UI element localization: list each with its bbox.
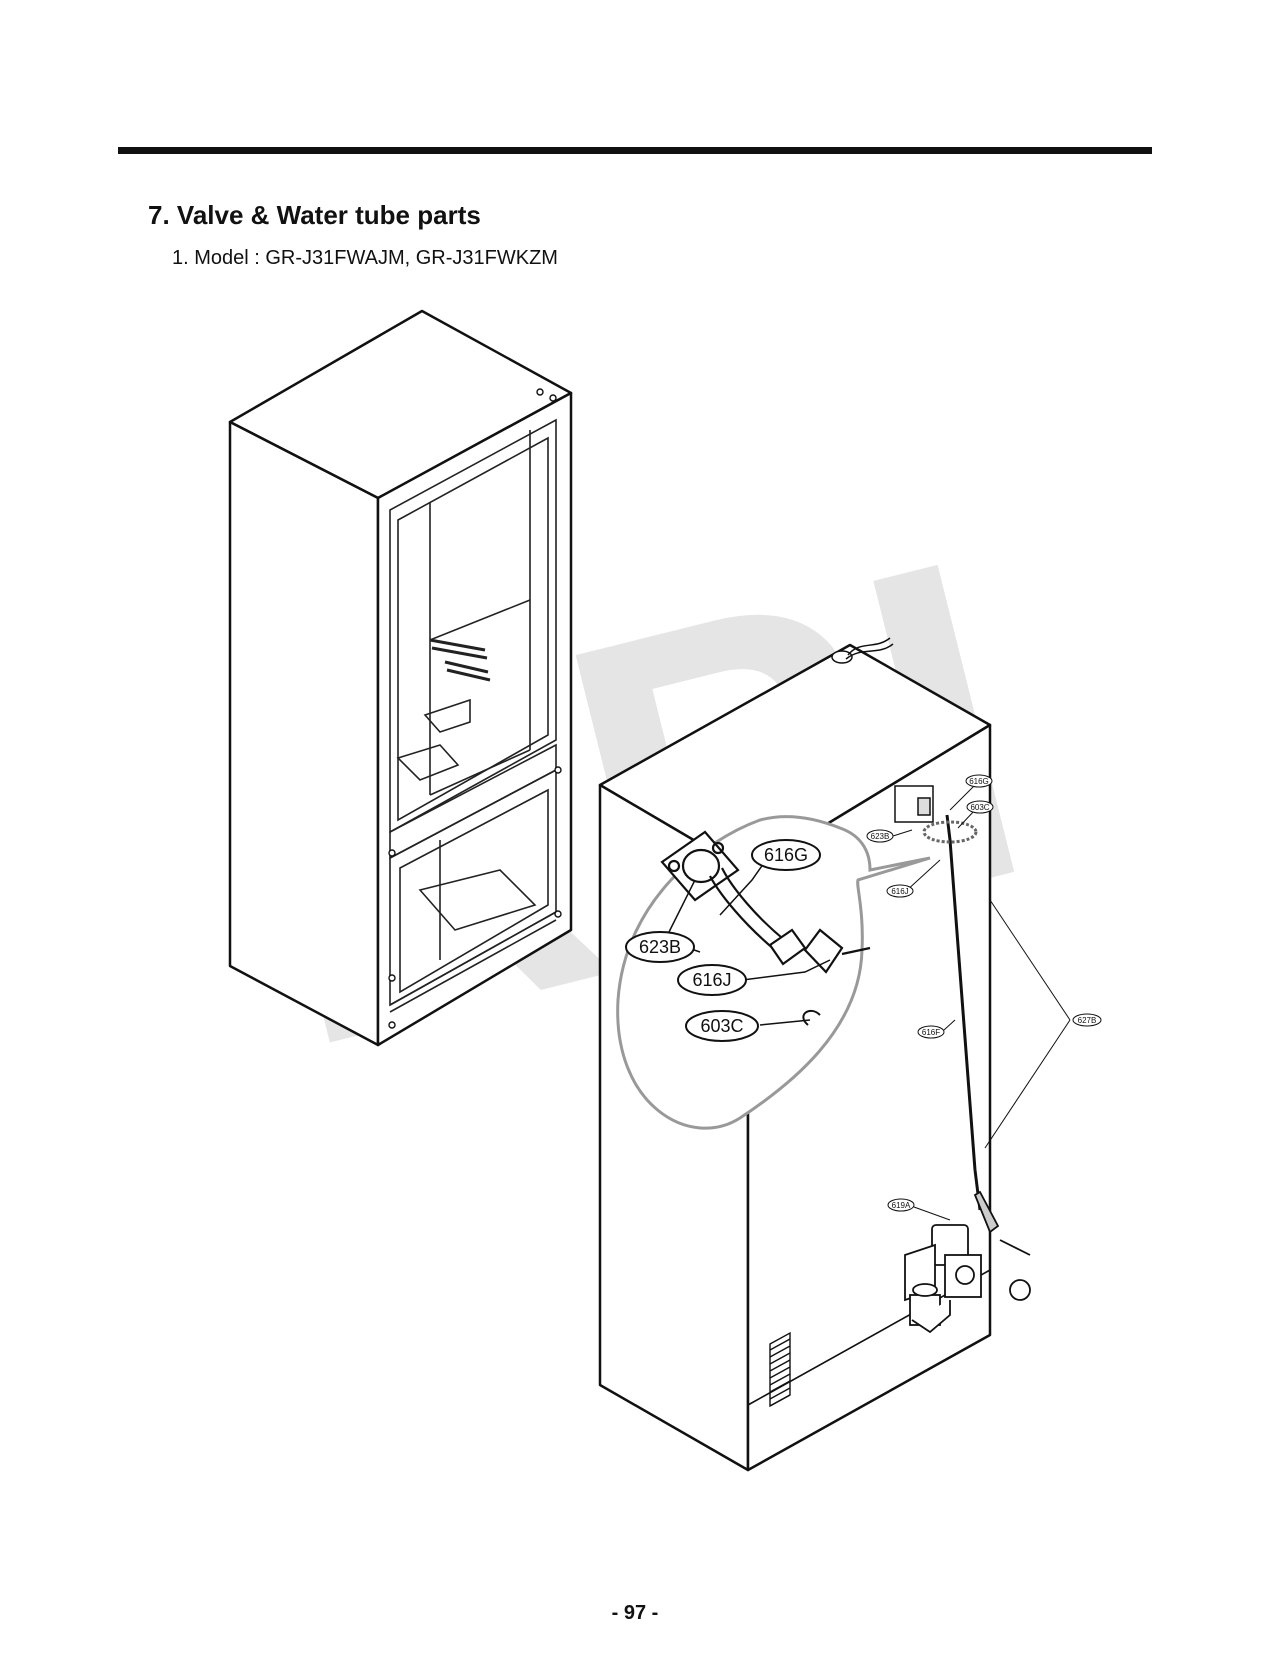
page-number: - 97 -	[611, 1602, 659, 1624]
rear-vent-slots	[769, 1331, 791, 1408]
svg-text:616G: 616G	[969, 777, 989, 786]
callout-small-603c: 603C	[966, 800, 994, 814]
svg-text:616G: 616G	[764, 845, 808, 865]
cabinet-screws	[388, 388, 562, 1029]
callout-small-616f: 616F	[917, 1025, 945, 1039]
callout-small-616j: 616J	[886, 884, 914, 898]
header-rule	[118, 147, 1152, 154]
svg-text:603C: 603C	[970, 803, 989, 812]
svg-text:616J: 616J	[891, 887, 908, 896]
svg-text:619A: 619A	[892, 1201, 911, 1210]
water-valve-619a	[904, 1190, 1031, 1334]
svg-text:616J: 616J	[692, 970, 731, 990]
callout-small-627b: 627B	[1072, 1013, 1102, 1027]
cabinet-front-view	[228, 309, 573, 1047]
callout-small-623b: 623B	[866, 829, 894, 843]
callout-small-616g: 616G	[965, 774, 993, 788]
model-line: 1. Model : GR-J31FWAJM, GR-J31FWKZM	[172, 247, 558, 269]
small-leaders	[892, 784, 1071, 1221]
bracket-623b	[894, 785, 978, 844]
svg-text:623B: 623B	[639, 937, 681, 957]
svg-text:627B: 627B	[1078, 1016, 1097, 1025]
svg-text:623B: 623B	[871, 832, 890, 841]
section-title: 7. Valve & Water tube parts	[148, 200, 481, 230]
callout-603c: 603C	[685, 1010, 759, 1042]
callout-small-619a: 619A	[887, 1198, 915, 1212]
detail-parts	[660, 830, 871, 1026]
svg-text:616F: 616F	[922, 1028, 940, 1037]
svg-text:603C: 603C	[700, 1016, 743, 1036]
callout-616j: 616J	[677, 964, 747, 996]
top-hose	[831, 637, 894, 664]
callout-616g: 616G	[751, 839, 821, 871]
callout-623b: 623B	[625, 931, 695, 963]
